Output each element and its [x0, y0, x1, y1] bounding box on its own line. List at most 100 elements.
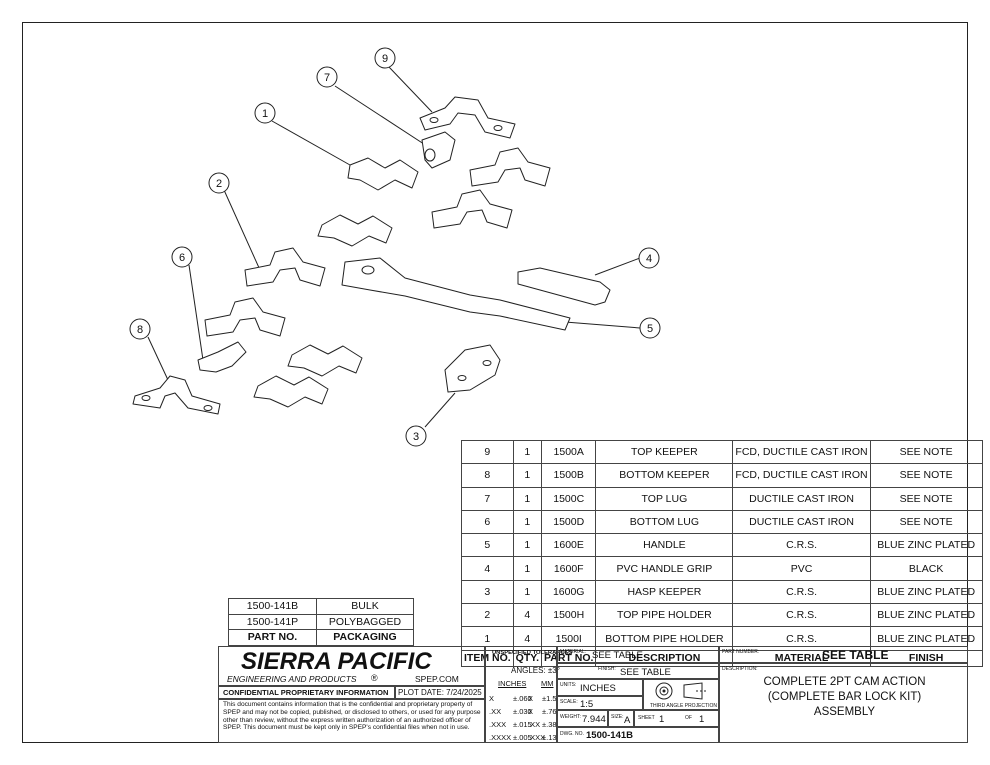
bom-item-no: 9	[461, 439, 514, 465]
bom-material: FCD, DUCTILE CAST IRON	[732, 439, 871, 465]
tolerance-value: ±.38	[542, 720, 557, 729]
bom-material: DUCTILE CAST IRON	[732, 509, 871, 535]
sheet-cell: SHEET 1 OF 1	[634, 710, 719, 727]
bom-item-no: 6	[461, 509, 514, 535]
description-line-3: ASSEMBLY	[813, 706, 876, 718]
bom-finish: BLUE ZINC PLATED	[869, 603, 983, 628]
tolerances-angles: ANGLES: ±3°	[511, 666, 560, 675]
size-cell: SIZE: A	[608, 710, 634, 727]
of-label: OF	[685, 715, 692, 721]
bom-material: PVC	[732, 556, 871, 581]
plot-date: PLOT DATE: 7/24/2025	[398, 688, 482, 697]
bom-part-no: 1500C	[541, 486, 597, 511]
registered-mark: ®	[371, 673, 378, 683]
bom-description: PVC HANDLE GRIP	[595, 556, 734, 581]
top-lug-part	[421, 131, 456, 169]
bom-part-no: 1600E	[541, 533, 597, 558]
bom-part-no: 1500H	[541, 603, 597, 628]
pack-header-part-no: PART NO.	[228, 629, 317, 646]
material-value: SEE TABLE	[592, 650, 643, 661]
bom-item-no: 5	[461, 533, 514, 558]
units-cell: UNITS: INCHES	[557, 679, 643, 696]
tolerance-precision: .XXX	[489, 720, 507, 729]
bom-qty: 1	[512, 556, 543, 581]
hasp-keeper-part	[444, 344, 501, 393]
website: SPEP.COM	[415, 674, 459, 684]
bom-part-no: 1500D	[541, 509, 597, 535]
bom-qty: 1	[512, 439, 543, 465]
bom-finish: BLACK	[869, 556, 983, 581]
callout-bubble	[638, 247, 660, 269]
units-value: INCHES	[580, 683, 616, 694]
confidential-notice: This document contains information that …	[223, 701, 481, 732]
bom-qty: 1	[512, 533, 543, 558]
tolerances-title: UNSPECIFIED TOLERANCES	[492, 650, 573, 656]
bom-description: HASP KEEPER	[595, 579, 734, 605]
bom-qty: 1	[512, 486, 543, 511]
company-subtitle: ENGINEERING AND PRODUCTS	[227, 674, 357, 684]
units-label: UNITS:	[560, 682, 577, 688]
bom-item-no: 3	[461, 579, 514, 605]
tolerance-precision: X	[489, 694, 495, 703]
callout-number: 2	[216, 178, 222, 190]
weight-label: WEIGHT:	[560, 714, 581, 720]
pack-header-packaging: PACKAGING	[316, 629, 414, 646]
size-value: A	[624, 715, 631, 726]
part-number-cell: PART NUMBER: SEE TABLE	[719, 646, 968, 663]
callout-number: 1	[262, 108, 268, 120]
table-row: 1500-141P POLYBAGGED	[228, 613, 414, 630]
tolerance-value: ±.76	[542, 707, 557, 716]
material-label: MATERIAL:	[560, 649, 587, 655]
projection-cell: THIRD ANGLE PROJECTION	[643, 679, 719, 710]
company-block: SIERRA PACIFIC ENGINEERING AND PRODUCTS …	[218, 646, 485, 686]
bom-material: C.R.S.	[732, 603, 871, 628]
pack-part-no: 1500-141B	[228, 598, 317, 615]
bom-finish: SEE NOTE	[869, 486, 983, 511]
finish-label: FINISH:	[598, 666, 616, 672]
callout-bubble	[374, 47, 396, 69]
bom-finish: BLUE ZINC PLATED	[869, 533, 983, 558]
description-label: DESCRIPTION:	[722, 666, 758, 672]
tolerance-precision: .XXXX	[489, 733, 512, 742]
callout-bubble	[208, 172, 230, 194]
packaging-table: 1500-141B BULK 1500-141P POLYBAGGED PART…	[228, 598, 414, 646]
bom-material: DUCTILE CAST IRON	[732, 486, 871, 511]
table-row: 1500-141B BULK	[228, 598, 414, 615]
bom-material: C.R.S.	[732, 533, 871, 558]
tolerance-precision: .XXX	[528, 733, 546, 742]
tolerance-value: ±1.5	[542, 694, 557, 703]
bom-item-no: 4	[461, 556, 514, 581]
pvc-grip-part	[517, 267, 611, 306]
bom-description: BOTTOM LUG	[595, 509, 734, 535]
size-label: SIZE:	[611, 714, 624, 720]
callout-number: 7	[324, 72, 330, 84]
bom-header-item: ITEM NO.	[461, 649, 514, 667]
bom-material: FCD, DUCTILE CAST IRON	[732, 463, 871, 488]
bom-finish: SEE NOTE	[869, 509, 983, 535]
tolerance-value: ±.015	[513, 720, 532, 729]
tolerance-precision: .XX	[528, 720, 541, 729]
tolerances-block: UNSPECIFIED TOLERANCES ANGLES: ±3° INCHE…	[485, 646, 572, 743]
bom-header-qty: QTY.	[512, 649, 543, 667]
bom-description: TOP LUG	[595, 486, 734, 511]
confidential-label: CONFIDENTIAL PROPRIETARY INFORMATION	[223, 688, 389, 697]
description-line-1: COMPLETE 2PT CAM ACTION	[763, 676, 926, 688]
third-angle-projection-icon	[655, 682, 706, 700]
sheet-value: 1	[659, 714, 665, 725]
callout-number: 3	[413, 431, 419, 443]
callout-bubble	[129, 318, 151, 340]
weight-value: 7.944	[582, 714, 606, 725]
finish-cell: FINISH: SEE TABLE	[557, 663, 719, 679]
bom-part-no: 1600F	[541, 556, 597, 581]
description-line-2: (COMPLETE BAR LOCK KIT)	[767, 691, 922, 703]
scale-cell: SCALE: 1:5	[557, 696, 643, 710]
tolerances-col-mm: MM	[541, 679, 554, 688]
callout-bubble	[254, 102, 276, 124]
